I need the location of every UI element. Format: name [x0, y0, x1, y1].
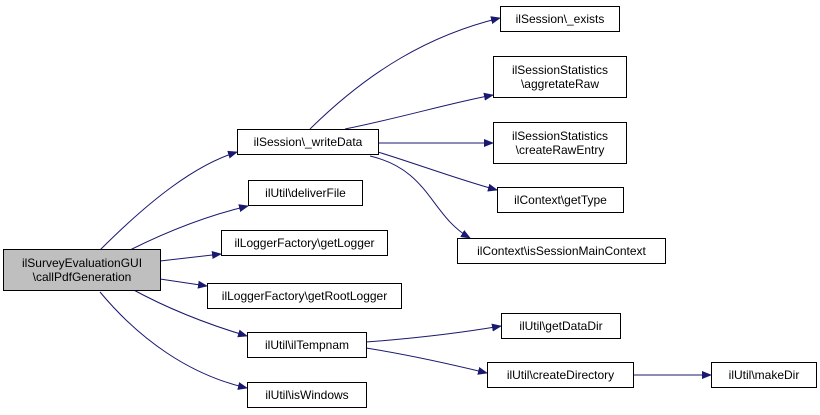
node-get-logger[interactable]: ilLoggerFactory\getLogger — [221, 230, 388, 256]
node-aggregate-raw-line1: ilSessionStatistics — [511, 63, 609, 77]
edge-write-data-to-get-type — [377, 151, 498, 192]
node-context-get-type[interactable]: ilContext\getType — [497, 187, 624, 213]
node-root-line1: ilSurveyEvaluationGUI — [21, 256, 143, 270]
edge-root-to-is-windows — [99, 291, 248, 390]
node-get-logger-label: ilLoggerFactory\getLogger — [234, 236, 375, 250]
node-is-windows[interactable]: ilUtil\isWindows — [247, 382, 367, 408]
node-write-data-label: ilSession\_writeData — [253, 135, 363, 149]
node-is-session-main-context-label: ilContext\isSessionMainContext — [477, 244, 646, 258]
edge-il-tempnam-to-create-directory — [365, 347, 488, 375]
node-root-call-pdf-generation[interactable]: ilSurveyEvaluationGUI \callPdfGeneration — [3, 249, 161, 291]
node-get-data-dir[interactable]: ilUtil\getDataDir — [501, 313, 621, 339]
node-session-exists[interactable]: ilSession\_exists — [500, 6, 620, 32]
node-aggregate-raw[interactable]: ilSessionStatistics \aggretateRaw — [493, 56, 627, 98]
edge-write-data-to-exists — [309, 16, 501, 130]
edge-root-to-deliver-file — [129, 204, 249, 251]
node-get-root-logger-label: ilLoggerFactory\getRootLogger — [221, 289, 388, 303]
node-make-dir[interactable]: ilUtil\makeDir — [711, 362, 817, 388]
node-make-dir-label: ilUtil\makeDir — [728, 368, 800, 382]
node-create-raw-entry-line1: ilSessionStatistics — [511, 129, 609, 143]
node-il-tempnam[interactable]: ilUtil\ilTempnam — [247, 332, 367, 358]
node-is-session-main-context[interactable]: ilContext\isSessionMainContext — [457, 238, 666, 264]
edge-root-to-get-root-logger — [159, 278, 208, 289]
edge-root-to-write-data — [99, 150, 238, 251]
node-create-raw-entry-line2: \createRawEntry — [515, 143, 605, 157]
node-create-directory[interactable]: ilUtil\createDirectory — [487, 362, 634, 388]
edge-root-to-get-logger — [159, 251, 222, 262]
node-get-data-dir-label: ilUtil\getDataDir — [519, 319, 603, 333]
node-aggregate-raw-line2: \aggretateRaw — [520, 77, 600, 91]
node-is-windows-label: ilUtil\isWindows — [265, 388, 349, 402]
node-write-data[interactable]: ilSession\_writeData — [237, 129, 379, 155]
node-session-exists-label: ilSession\_exists — [515, 12, 605, 26]
node-deliver-file-label: ilUtil\deliverFile — [265, 186, 346, 200]
node-get-root-logger[interactable]: ilLoggerFactory\getRootLogger — [207, 283, 402, 309]
node-deliver-file[interactable]: ilUtil\deliverFile — [248, 180, 363, 206]
edge-write-data-to-aggregate-raw — [344, 92, 494, 130]
edge-root-to-il-tempnam — [129, 287, 248, 338]
edge-il-tempnam-to-get-data-dir — [365, 323, 502, 343]
node-context-get-type-label: ilContext\getType — [514, 193, 607, 207]
node-create-directory-label: ilUtil\createDirectory — [506, 368, 615, 382]
node-root-line2: \callPdfGeneration — [32, 270, 132, 284]
node-il-tempnam-label: ilUtil\ilTempnam — [264, 338, 350, 352]
edge-write-data-to-is-session-main-context — [369, 155, 471, 239]
node-create-raw-entry[interactable]: ilSessionStatistics \createRawEntry — [493, 122, 627, 164]
